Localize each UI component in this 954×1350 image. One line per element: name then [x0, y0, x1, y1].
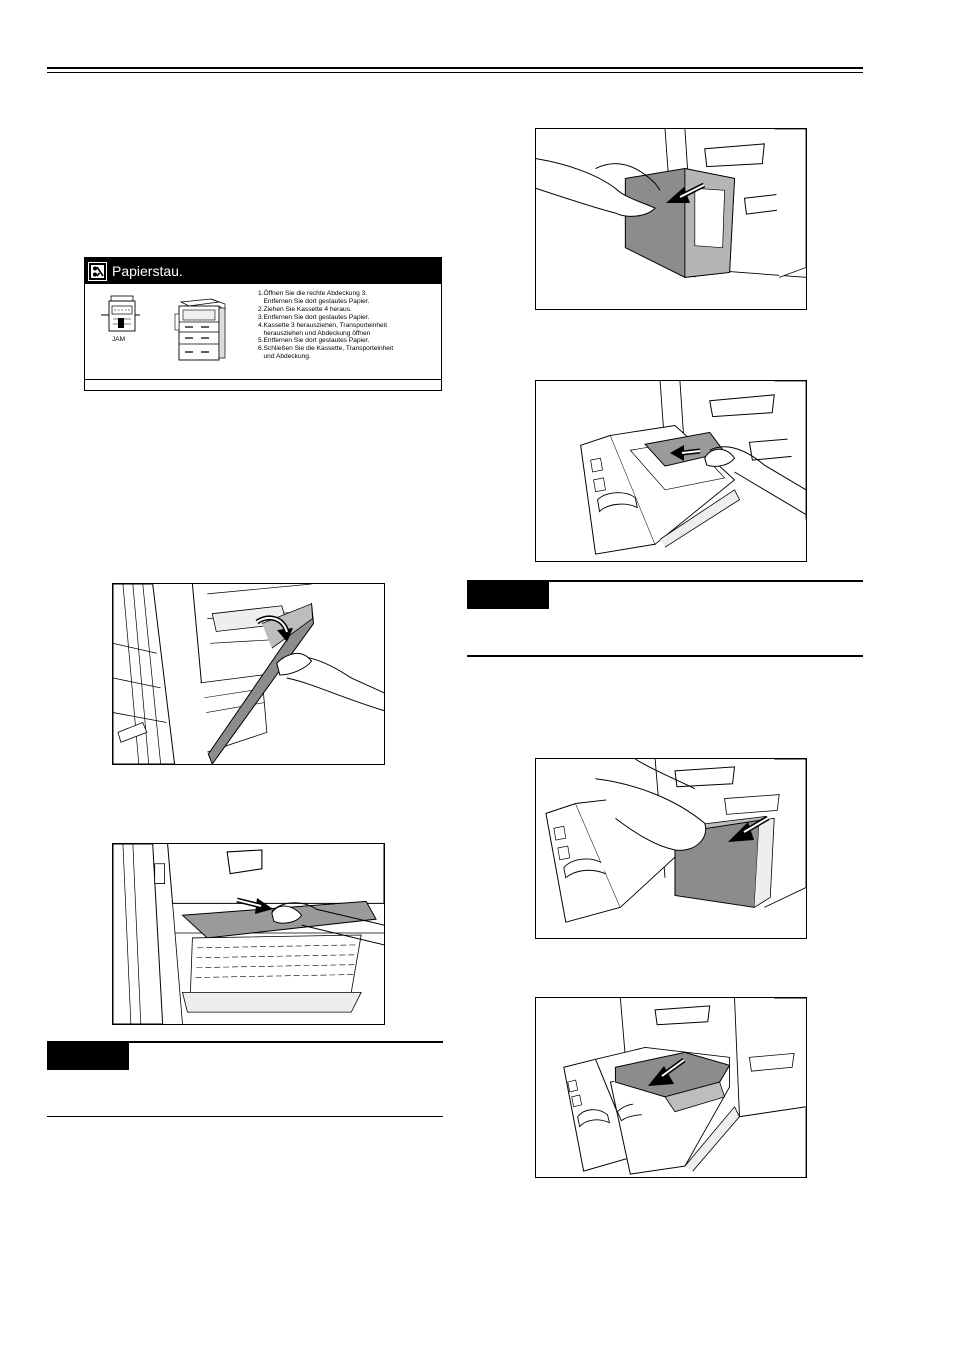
open-cover-arrow-icon: [255, 615, 293, 642]
panel-header: Papierstau.: [85, 258, 441, 284]
note-top-rule: [47, 1041, 443, 1043]
note-label-block: [467, 581, 549, 609]
note-label-block: [47, 1042, 129, 1070]
note-top-rule: [467, 580, 863, 582]
pull-cassette-arrow-icon: [666, 182, 706, 203]
instruction-line: 3.Entfernen Sie dort gestautes Papier.: [258, 313, 370, 321]
figure-pull-out-cassette-4: [535, 128, 807, 310]
device-label: JAM: [112, 336, 125, 343]
instruction-line: 4.Kassette 3 herausziehen, Transporteinh…: [258, 321, 388, 329]
figure-pull-out-cassette-3: [535, 758, 807, 939]
instruction-line: Entfernen Sie dort gestautes Papier.: [258, 297, 370, 305]
instruction-line: herausziehen und Abdeckung öffnen: [258, 329, 371, 337]
jam-location-icon: [101, 295, 140, 332]
note-bottom-rule: [47, 1116, 443, 1117]
figure-remove-paper-cassette-4: [535, 380, 807, 562]
panel-status-line: [85, 379, 441, 380]
pull-paper-arrow-icon: [236, 897, 273, 914]
instruction-line: 1.Öffnen Sie die rechte Abdeckung 3.: [258, 290, 368, 297]
figure-open-right-cover: [112, 583, 385, 765]
panel-title: Papierstau.: [112, 263, 183, 279]
figure-remove-paper-cover: [112, 843, 385, 1025]
pull-unit-arrow-icon: [648, 1057, 686, 1086]
instruction-line: 2.Ziehen Sie Kassette 4 heraus.: [258, 305, 352, 313]
jam-instructions-list: 1.Öffnen Sie die rechte Abdeckung 3. Ent…: [258, 290, 440, 361]
instruction-line: und Abdeckung.: [258, 353, 311, 361]
instruction-line: 6.Schließen Sie die Kassette, Transporte…: [258, 345, 394, 353]
pull-paper-arrow-icon: [670, 445, 701, 461]
pull-cassette-arrow-icon: [728, 815, 770, 842]
paper-jam-icon: [88, 262, 107, 281]
figure-pull-out-transport-unit: [535, 997, 807, 1178]
instruction-line: 5.Entfernen Sie dort gestautes Papier.: [258, 337, 370, 345]
operation-panel-screen: Papierstau. JAM 1.Öffnen Sie die rechte …: [84, 257, 442, 391]
note-bottom-rule: [467, 655, 863, 657]
header-rule-top: [47, 67, 863, 69]
header-rule-bottom: [47, 72, 863, 74]
copier-illustration: [174, 298, 226, 361]
